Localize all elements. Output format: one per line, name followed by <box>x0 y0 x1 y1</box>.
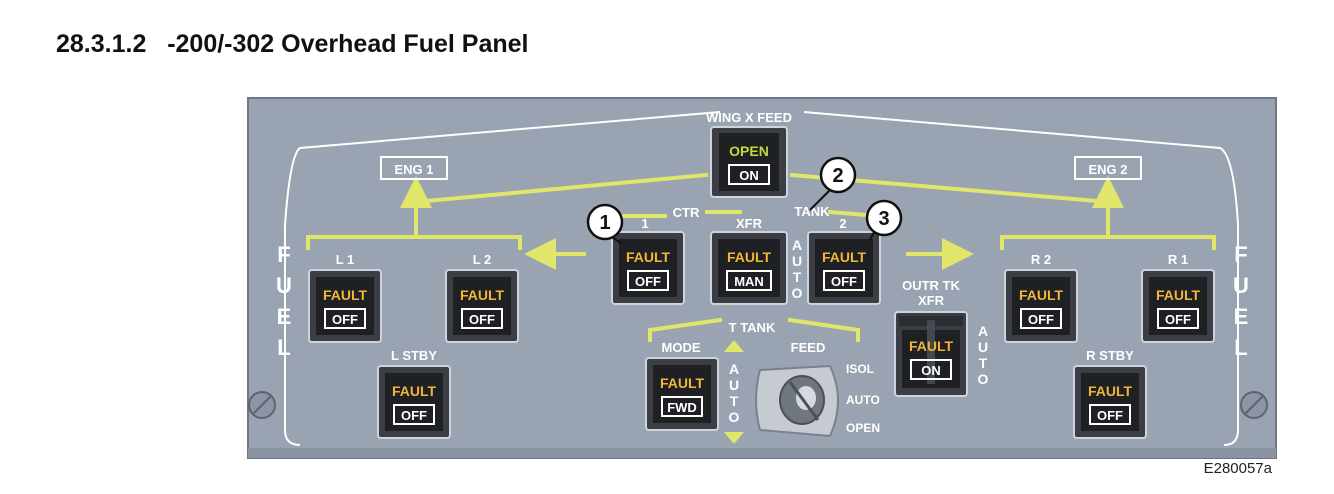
mode-auto-letter: O <box>729 409 740 425</box>
r1-title: R 1 <box>1168 252 1188 267</box>
rstby-pump-button[interactable]: FAULT OFF <box>1073 365 1147 439</box>
fuel-letter-right: L <box>1234 335 1247 360</box>
t-tank-mode-button[interactable]: FAULT FWD <box>645 357 719 431</box>
eng1-label: ENG 1 <box>394 162 433 177</box>
feed-position-auto: AUTO <box>846 393 880 407</box>
rstby-off-legend: OFF <box>1097 408 1123 423</box>
section-heading: 28.3.1.2 -200/-302 Overhead Fuel Panel <box>56 30 529 58</box>
callout-2: 2 <box>819 156 857 194</box>
outr-tk-auto-letter: A <box>978 323 988 339</box>
l1-title: L 1 <box>336 252 355 267</box>
r2-title: R 2 <box>1031 252 1051 267</box>
panel-bottom-strip <box>248 448 1276 458</box>
wing-x-feed-open-legend: OPEN <box>729 143 769 159</box>
xfr-auto-letter: T <box>793 269 802 285</box>
panel-outline <box>284 111 1239 446</box>
svg-text:3: 3 <box>878 208 889 230</box>
mode-auto-letter: T <box>730 393 739 409</box>
ctr2-fault-legend: FAULT <box>822 249 867 265</box>
callout-1: 1 <box>586 203 624 241</box>
mode-auto-letter: A <box>729 361 739 377</box>
r2-fault-legend: FAULT <box>1019 287 1064 303</box>
fuel-letter-left: E <box>277 304 292 329</box>
outr-tk-title: OUTR TK <box>902 278 960 293</box>
fuel-letter-left: F <box>277 242 290 267</box>
ctr-1-label: 1 <box>641 216 648 231</box>
ctr1-off-legend: OFF <box>635 274 661 289</box>
feed-position-isol: ISOL <box>846 362 874 376</box>
t-tank-feed-label: FEED <box>791 340 826 355</box>
r1-off-legend: OFF <box>1165 312 1191 327</box>
xfr-auto-letter: U <box>792 253 802 269</box>
l1-off-legend: OFF <box>332 312 358 327</box>
outr-tk-auto-letter: O <box>978 371 989 387</box>
screw-left <box>248 391 276 419</box>
xfr-pump-button[interactable]: FAULT MAN <box>710 231 788 305</box>
figure-reference: E280057a <box>1203 460 1272 477</box>
eng1-label-box <box>380 156 448 180</box>
fuel-letter-right: U <box>1233 273 1249 298</box>
fuel-letter-right: F <box>1234 242 1247 267</box>
t-tank-up-arrow <box>724 340 744 352</box>
r2-off-legend: OFF <box>1028 312 1054 327</box>
t-tank-fault-legend: FAULT <box>660 375 705 391</box>
svg-text:2: 2 <box>832 165 843 187</box>
rstby-title: R STBY <box>1086 348 1134 363</box>
xfr-auto-letter: O <box>792 285 803 301</box>
ctr-2-label: 2 <box>839 216 846 231</box>
flow-line-t-tank <box>648 317 860 342</box>
t-tank-fwd-legend: FWD <box>667 400 697 415</box>
ctr2-off-legend: OFF <box>831 274 857 289</box>
l2-off-legend: OFF <box>469 312 495 327</box>
xfr-auto-letter: A <box>792 237 802 253</box>
lstby-pump-button[interactable]: FAULT OFF <box>377 365 451 439</box>
wing-x-feed-on-legend: ON <box>739 168 759 183</box>
fuel-letter-left: U <box>276 273 292 298</box>
r1-fault-legend: FAULT <box>1156 287 1201 303</box>
ctr1-pump-button[interactable]: FAULT OFF <box>611 231 685 305</box>
screw-right <box>1240 391 1268 419</box>
feed-position-open: OPEN <box>846 421 880 435</box>
fuel-letter-left: L <box>277 335 290 360</box>
t-tank-mode-label: MODE <box>662 340 701 355</box>
l2-fault-legend: FAULT <box>460 287 505 303</box>
flow-line-wing-feed <box>413 172 709 205</box>
t-tank-feed-selector[interactable] <box>755 364 839 438</box>
mode-auto-letter: U <box>729 377 739 393</box>
lstby-title: L STBY <box>391 348 437 363</box>
outr-tk-title: XFR <box>918 293 945 308</box>
outr-tk-auto-letter: U <box>978 339 988 355</box>
l2-title: L 2 <box>473 252 492 267</box>
outr-tk-fault-legend: FAULT <box>909 338 954 354</box>
l1-pump-button[interactable]: FAULT OFF <box>308 269 382 343</box>
r1-pump-button[interactable]: FAULT OFF <box>1141 269 1215 343</box>
rstby-fault-legend: FAULT <box>1088 383 1133 399</box>
fuel-letter-right: E <box>1234 304 1249 329</box>
outr-tk-auto-letter: T <box>979 355 988 371</box>
ctr-label: CTR <box>673 205 700 220</box>
xfr-label: XFR <box>736 216 763 231</box>
l1-fault-legend: FAULT <box>323 287 368 303</box>
xfr-man-legend: MAN <box>734 274 764 289</box>
t-tank-title: T TANK <box>729 320 776 335</box>
r2-pump-button[interactable]: FAULT OFF <box>1004 269 1078 343</box>
lstby-fault-legend: FAULT <box>392 383 437 399</box>
outr-tk-xfr-button[interactable]: FAULT ON <box>894 311 968 397</box>
l2-pump-button[interactable]: FAULT OFF <box>445 269 519 343</box>
eng2-label: ENG 2 <box>1088 162 1127 177</box>
callout-3: 3 <box>865 199 903 237</box>
xfr-fault-legend: FAULT <box>727 249 772 265</box>
wing-x-feed-title: WING X FEED <box>706 110 792 125</box>
ctr2-pump-button[interactable]: FAULT OFF <box>807 231 881 305</box>
lstby-off-legend: OFF <box>401 408 427 423</box>
eng2-label-box <box>1074 156 1142 180</box>
ctr1-fault-legend: FAULT <box>626 249 671 265</box>
t-tank-down-arrow <box>724 432 744 444</box>
wing-x-feed-button[interactable]: OPEN ON <box>710 126 788 198</box>
tank-label: TANK <box>794 204 830 219</box>
svg-text:1: 1 <box>599 212 610 234</box>
outr-tk-on-legend: ON <box>921 363 941 378</box>
